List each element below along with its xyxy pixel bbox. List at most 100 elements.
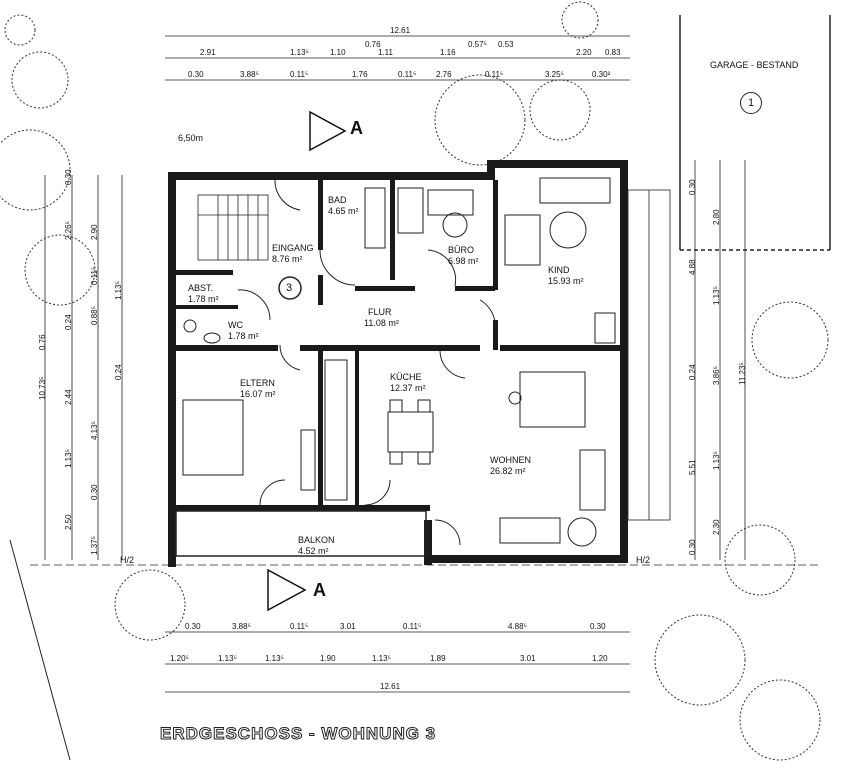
room-name: KÜCHE <box>390 372 422 382</box>
dimension-label: 1.90 <box>320 654 336 663</box>
room-name: EINGANG <box>272 243 314 253</box>
interior-walls <box>168 180 625 506</box>
dimension-label: 0.76 <box>365 40 381 49</box>
dimension-label: 2.90 <box>90 224 99 240</box>
dimension-label: 1.13⁵ <box>64 449 73 468</box>
dimension-label: 2.50 <box>64 514 73 530</box>
room-area: 8.76 m² <box>272 254 303 264</box>
furniture <box>182 177 616 547</box>
dimension-label: 3.88⁵ <box>232 622 251 631</box>
dimension-label: 4.88 <box>688 259 697 275</box>
dimension-label: 0.30 <box>590 622 606 631</box>
room-area: 16.07 m² <box>240 389 276 399</box>
dimension-label: 1.37⁵ <box>90 536 99 555</box>
axis-label-left: H/2 <box>120 555 135 565</box>
dimension-label: 0.11⁵ <box>485 70 504 79</box>
room-name: WC <box>228 320 243 330</box>
dimension-label: 1.89 <box>430 654 446 663</box>
dimension-label: 0.24 <box>688 364 697 380</box>
garage-number: 1 <box>740 92 762 114</box>
dimension-label: 3.01 <box>340 622 356 631</box>
exterior-stair <box>627 189 671 521</box>
dimension-label: 1.20 <box>592 654 608 663</box>
dimension-label: 2.30 <box>712 519 721 535</box>
dimension-label: 11.23⁵ <box>738 362 747 385</box>
room-name: KIND <box>548 265 570 275</box>
dimension-label: 3.88⁵ <box>240 70 259 79</box>
dimension-label: 1.13⁵ <box>265 654 284 663</box>
dimension-label: 3.25⁵ <box>545 70 564 79</box>
exterior-walls <box>168 160 628 567</box>
room-area: 15.93 m² <box>548 276 584 286</box>
garage-outline <box>679 15 831 251</box>
dimension-label: 2.80 <box>712 209 721 225</box>
dimension-label: 2.44 <box>64 389 73 405</box>
dimension-label: 4.13⁵ <box>90 421 99 440</box>
room-area: 4.52 m² <box>298 546 329 556</box>
dimension-label: 2.26⁵ <box>64 221 73 240</box>
room-area: 1.78 m² <box>228 331 259 341</box>
bathtub <box>364 187 386 249</box>
dimension-label: 0.30 <box>185 622 201 631</box>
section-arrows <box>267 110 347 612</box>
kitchen-counter <box>324 359 348 501</box>
dimension-label: 0.53 <box>498 40 514 49</box>
dimension-label: 0.24 <box>64 314 73 330</box>
room-name: ELTERN <box>240 378 275 388</box>
dimension-label: 12.61 <box>390 26 411 35</box>
dimension-label: 2.91 <box>200 48 216 57</box>
room-name: BÜRO <box>448 245 475 255</box>
dimension-label: 0.24 <box>114 364 123 380</box>
dimension-label: 5.51 <box>688 459 697 475</box>
dimension-label: 2.76 <box>436 70 452 79</box>
dimension-label: 0.83 <box>605 48 621 57</box>
room-name: ABST. <box>188 283 214 293</box>
room-name: BALKON <box>298 535 335 545</box>
dimension-label: 1.13⁵ <box>218 654 237 663</box>
dimension-label: 0.11⁵ <box>290 70 309 79</box>
dimension-label: 0.76 <box>38 334 47 350</box>
dimension-label: 1.16 <box>440 48 456 57</box>
dimension-label: 1.13⁵ <box>712 451 721 470</box>
dimension-label: 3.01 <box>520 654 536 663</box>
room-name: FLUR <box>368 307 392 317</box>
bed <box>182 399 244 476</box>
dimension-label: 3.86⁵ <box>712 366 721 385</box>
room-name: BAD <box>328 195 347 205</box>
room-area: 26.82 m² <box>490 466 526 476</box>
level-mark: 6,50m <box>178 133 204 143</box>
dimension-label: 0.30 <box>64 169 73 185</box>
door-swings <box>237 179 496 546</box>
property-line <box>9 539 71 761</box>
room-area: 1.78 m² <box>188 294 219 304</box>
axis-label-right: H/2 <box>636 555 651 565</box>
plan-title: ERDGESCHOSS - WOHNUNG 3 <box>159 724 437 744</box>
dimension-label: 10.73⁵ <box>38 376 47 400</box>
dimension-label: 0.11⁵ <box>403 622 422 631</box>
room-name: WOHNEN <box>490 455 531 465</box>
dimension-label: 0.11⁵ <box>398 70 417 79</box>
dimension-label: 1.13⁵ <box>114 281 123 300</box>
dimension-label: 0.11⁵ <box>90 266 99 285</box>
dimension-lines <box>30 35 820 693</box>
unit-circle <box>278 276 302 300</box>
room-area: 11.08 m² <box>364 318 399 328</box>
dimension-label: 1.76 <box>352 70 368 79</box>
dimension-label: 0.57⁵ <box>468 40 487 49</box>
room-area: 12.37 m² <box>390 383 426 393</box>
balcony-outline <box>175 510 427 557</box>
dimension-label: 1.20⁵ <box>170 654 189 663</box>
dimension-label: 2.20 <box>576 48 592 57</box>
dimension-label: 1.13⁵ <box>290 48 309 57</box>
room-area: 4.65 m² <box>328 206 359 216</box>
dimension-label: 4.88⁵ <box>508 622 527 631</box>
dimension-label: 0.11⁵ <box>290 622 309 631</box>
dimension-label: 0.30 <box>90 484 99 500</box>
room-area: 6.98 m² <box>448 256 479 266</box>
dimension-label: 0.30 <box>688 539 697 555</box>
unit-number: 3 <box>286 282 293 294</box>
dimension-label: 1.10 <box>330 48 346 57</box>
dimension-label: 1.13⁵ <box>372 654 391 663</box>
dimension-label: 1.11 <box>378 48 393 57</box>
